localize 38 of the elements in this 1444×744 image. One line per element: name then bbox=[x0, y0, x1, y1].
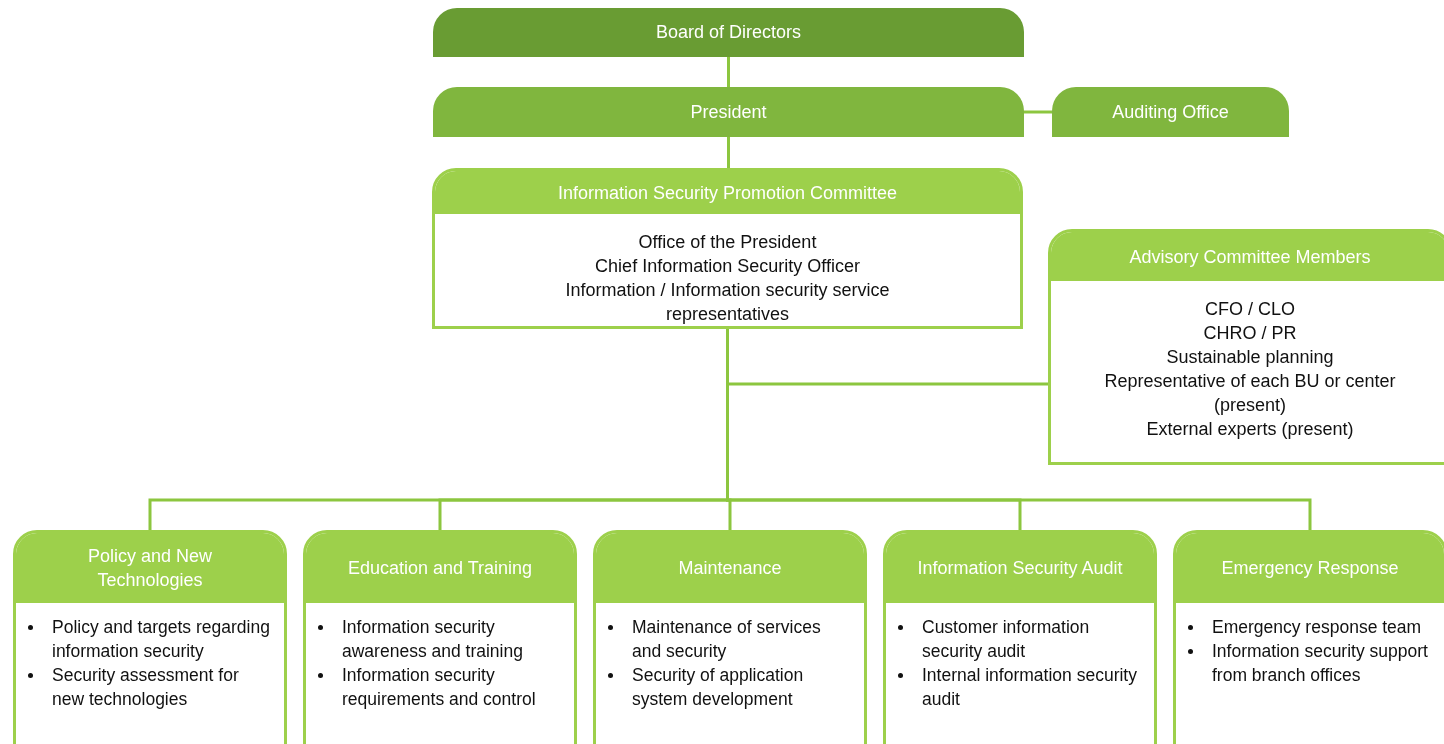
unit-card bbox=[432, 168, 1023, 329]
unit-card bbox=[1048, 229, 1444, 465]
member-text: External experts (present) bbox=[1146, 418, 1354, 441]
task-text: Customer information security audit bbox=[922, 616, 1091, 663]
task-text: Information security support from branch offices bbox=[1212, 640, 1429, 687]
heading-text: Information Security Audit bbox=[917, 557, 1123, 580]
connector-line bbox=[727, 57, 730, 87]
member-text: Office of the President bbox=[638, 231, 817, 254]
member-text: Sustainable planning bbox=[1166, 346, 1334, 369]
member-text: Representative of each BU or center (present) bbox=[1103, 370, 1397, 417]
task-text: Emergency response team bbox=[1212, 616, 1422, 639]
task-text: Security of application system development bbox=[632, 664, 805, 711]
heading-text: Policy and New Technologies bbox=[86, 545, 214, 592]
heading-text: Advisory Committee Members bbox=[1129, 245, 1371, 269]
task-text: Maintenance of services and security bbox=[632, 616, 822, 663]
member-text: Information / Information security service representatives bbox=[564, 279, 891, 326]
connector-line bbox=[1024, 110, 1052, 114]
task-text: Policy and targets regarding information security bbox=[52, 616, 271, 663]
connector-line bbox=[727, 137, 730, 168]
unit-card bbox=[593, 530, 867, 744]
task-text: Internal information security audit bbox=[922, 664, 1138, 711]
title-bar: Auditing Office bbox=[1052, 87, 1289, 137]
heading-text: Information Security Promotion Committee bbox=[557, 181, 898, 205]
unit-card bbox=[1173, 530, 1444, 744]
title-bar: Board of Directors bbox=[433, 8, 1024, 57]
unit-card bbox=[303, 530, 577, 744]
heading-text: Maintenance bbox=[678, 557, 782, 580]
unit-card bbox=[13, 530, 287, 744]
heading-text: Education and Training bbox=[347, 557, 533, 580]
member-text: CHRO / PR bbox=[1203, 322, 1297, 345]
member-text: Chief Information Security Officer bbox=[595, 255, 860, 278]
task-text: Information security awareness and training bbox=[342, 616, 524, 663]
task-text: Information security requirements and control bbox=[342, 664, 537, 711]
heading-text: Emergency Response bbox=[1221, 557, 1399, 580]
member-text: CFO / CLO bbox=[1205, 298, 1295, 321]
unit-card bbox=[883, 530, 1157, 744]
task-text: Security assessment for new technologies bbox=[52, 664, 240, 711]
title-bar: President bbox=[433, 87, 1024, 137]
